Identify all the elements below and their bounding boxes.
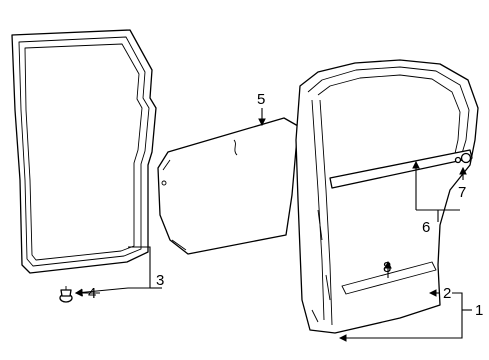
clip-part [59,286,73,303]
callout-5: 5 [257,91,265,108]
callout-1: 1 [475,302,483,319]
callout-2: 2 [443,285,451,302]
weatherstrip-part [11,29,157,274]
callout-8: 8 [383,259,391,276]
callout-4: 4 [88,285,96,302]
door-trim-panel-part [157,117,299,255]
rear-door-shell-part [295,59,479,334]
callout-7: 7 [458,184,466,201]
latch-fastener-part [454,152,472,164]
leader-lines [74,108,472,342]
callout-6: 6 [422,219,430,236]
callout-3: 3 [156,272,164,289]
